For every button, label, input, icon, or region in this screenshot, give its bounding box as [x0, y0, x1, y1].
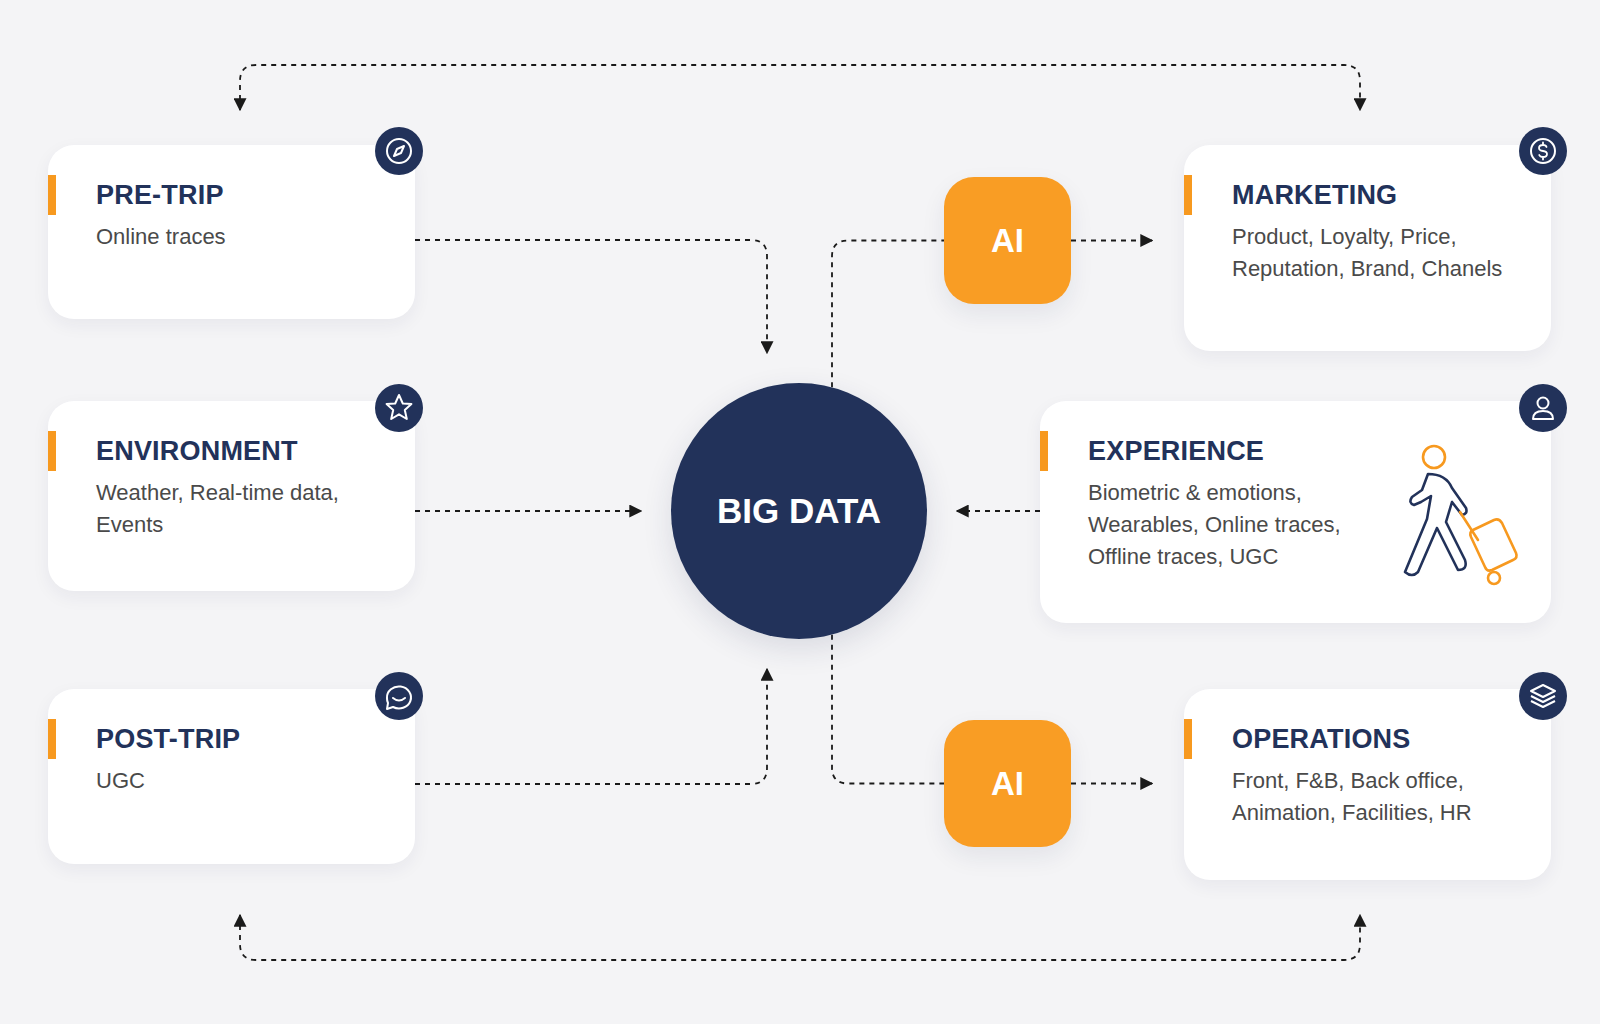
big-data-circle: BIG DATA: [671, 383, 927, 639]
post-trip-box: POST-TRIP UGC: [48, 689, 415, 864]
dashed-connector: [415, 240, 767, 353]
node-label: AI: [991, 222, 1024, 260]
box-body: Product, Loyalty, Price, Reputation, Bra…: [1232, 221, 1521, 285]
dashed-connector: [240, 915, 1360, 960]
box-heading: POST-TRIP: [96, 721, 385, 757]
ai-box: AI: [944, 720, 1071, 847]
ai-box: AI: [944, 177, 1071, 304]
box-heading: EXPERIENCE: [1088, 433, 1521, 469]
box-body: Biometric & emotions, Wearables, Online …: [1088, 477, 1383, 573]
box-body: Front, F&B, Back office, Animation, Faci…: [1232, 765, 1521, 829]
box-body: Weather, Real-time data, Events: [96, 477, 385, 541]
node-label: AI: [991, 765, 1024, 803]
experience-box: EXPERIENCE Biometric & emotions, Wearable…: [1040, 401, 1551, 623]
dashed-connector: [832, 635, 944, 784]
dashed-connector: [1071, 240, 1152, 242]
dashed-connector: [415, 510, 641, 512]
box-heading: PRE-TRIP: [96, 177, 385, 213]
operations-box: OPERATIONS Front, F&B, Back office, Anima…: [1184, 689, 1551, 880]
box-body: UGC: [96, 765, 385, 797]
box-heading: OPERATIONS: [1232, 721, 1521, 757]
box-heading: MARKETING: [1232, 177, 1521, 213]
dashed-connector: [415, 669, 767, 784]
node-label: BIG DATA: [717, 491, 881, 531]
dashed-connector: [832, 241, 944, 388]
marketing-box: MARKETING Product, Loyalty, Price, Reputa…: [1184, 145, 1551, 351]
environment-box: ENVIRONMENT Weather, Real-time data, Even…: [48, 401, 415, 591]
dashed-connector: [1071, 783, 1152, 785]
box-body: Online traces: [96, 221, 385, 253]
dashed-connector: [240, 65, 1360, 110]
dashed-connector: [957, 510, 1040, 512]
box-heading: ENVIRONMENT: [96, 433, 385, 469]
pre-trip-box: PRE-TRIP Online traces: [48, 145, 415, 319]
